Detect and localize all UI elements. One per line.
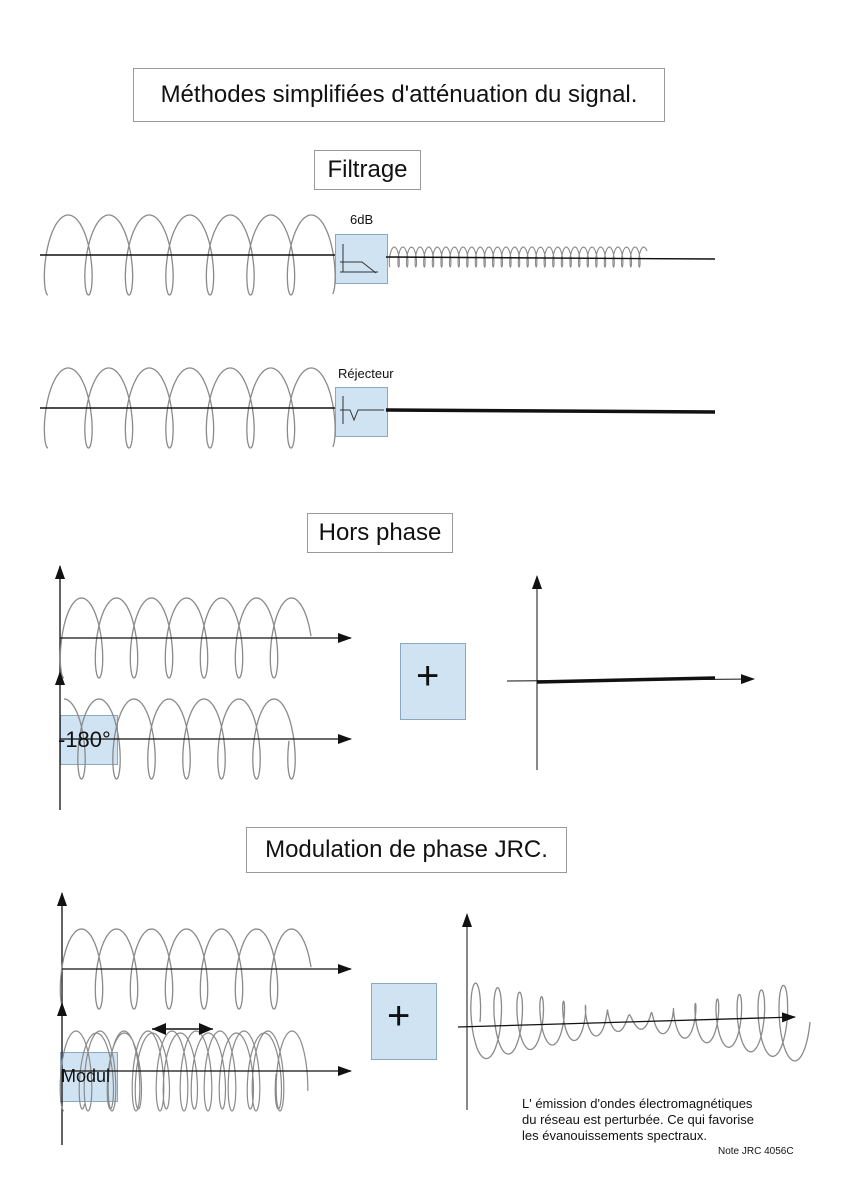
explanation-note: L' émission d'ondes électromagnétiques d… (522, 1096, 754, 1144)
note-line-1: L' émission d'ondes électromagnétiques (522, 1096, 753, 1111)
x-axis-result-jrc (457, 1012, 796, 1028)
page-title-text: Méthodes simplifiées d'atténuation du si… (160, 81, 638, 108)
wave-d-modulated (59, 1030, 309, 1112)
wave-b-inverted (63, 698, 296, 780)
out-of-phase-heading: Hors phase (307, 513, 453, 553)
input-wave-lowpass (43, 214, 336, 296)
note-line-2: du réseau est perturbée. Ce qui favorise (522, 1112, 754, 1127)
notch-label: Réjecteur (338, 366, 394, 381)
filtering-heading: Filtrage (314, 150, 421, 190)
notch-symbol-icon (340, 396, 384, 424)
page-title: Méthodes simplifiées d'atténuation du si… (133, 68, 665, 122)
summing-block-phase (400, 643, 466, 720)
lowpass-label: 6dB (350, 212, 374, 227)
sum-symbol-jrc: + (387, 994, 411, 1038)
summing-block-jrc (371, 983, 437, 1060)
reference-label: Note JRC 4056C (718, 1146, 794, 1157)
wave-a (59, 597, 312, 679)
lowpass-symbol-icon (340, 244, 378, 274)
lowpass-filter-block (335, 234, 388, 284)
wave-c (59, 928, 312, 1010)
signal-line-notch-out (385, 408, 716, 414)
input-wave-notch (43, 367, 336, 449)
sum-symbol-phase: + (416, 654, 440, 698)
phase-shift-label: -180° (58, 727, 111, 752)
modulator-label: Modul (61, 1066, 111, 1086)
notch-filter-block (335, 387, 388, 437)
signal-line-lowpass-out (385, 256, 716, 260)
result-flat-signal (536, 676, 716, 684)
note-line-3: les évanouissements spectraux. (522, 1128, 707, 1143)
jrc-heading: Modulation de phase JRC. (246, 827, 567, 873)
output-wave-lowpass (388, 246, 648, 269)
phase-shift-block (60, 715, 118, 765)
